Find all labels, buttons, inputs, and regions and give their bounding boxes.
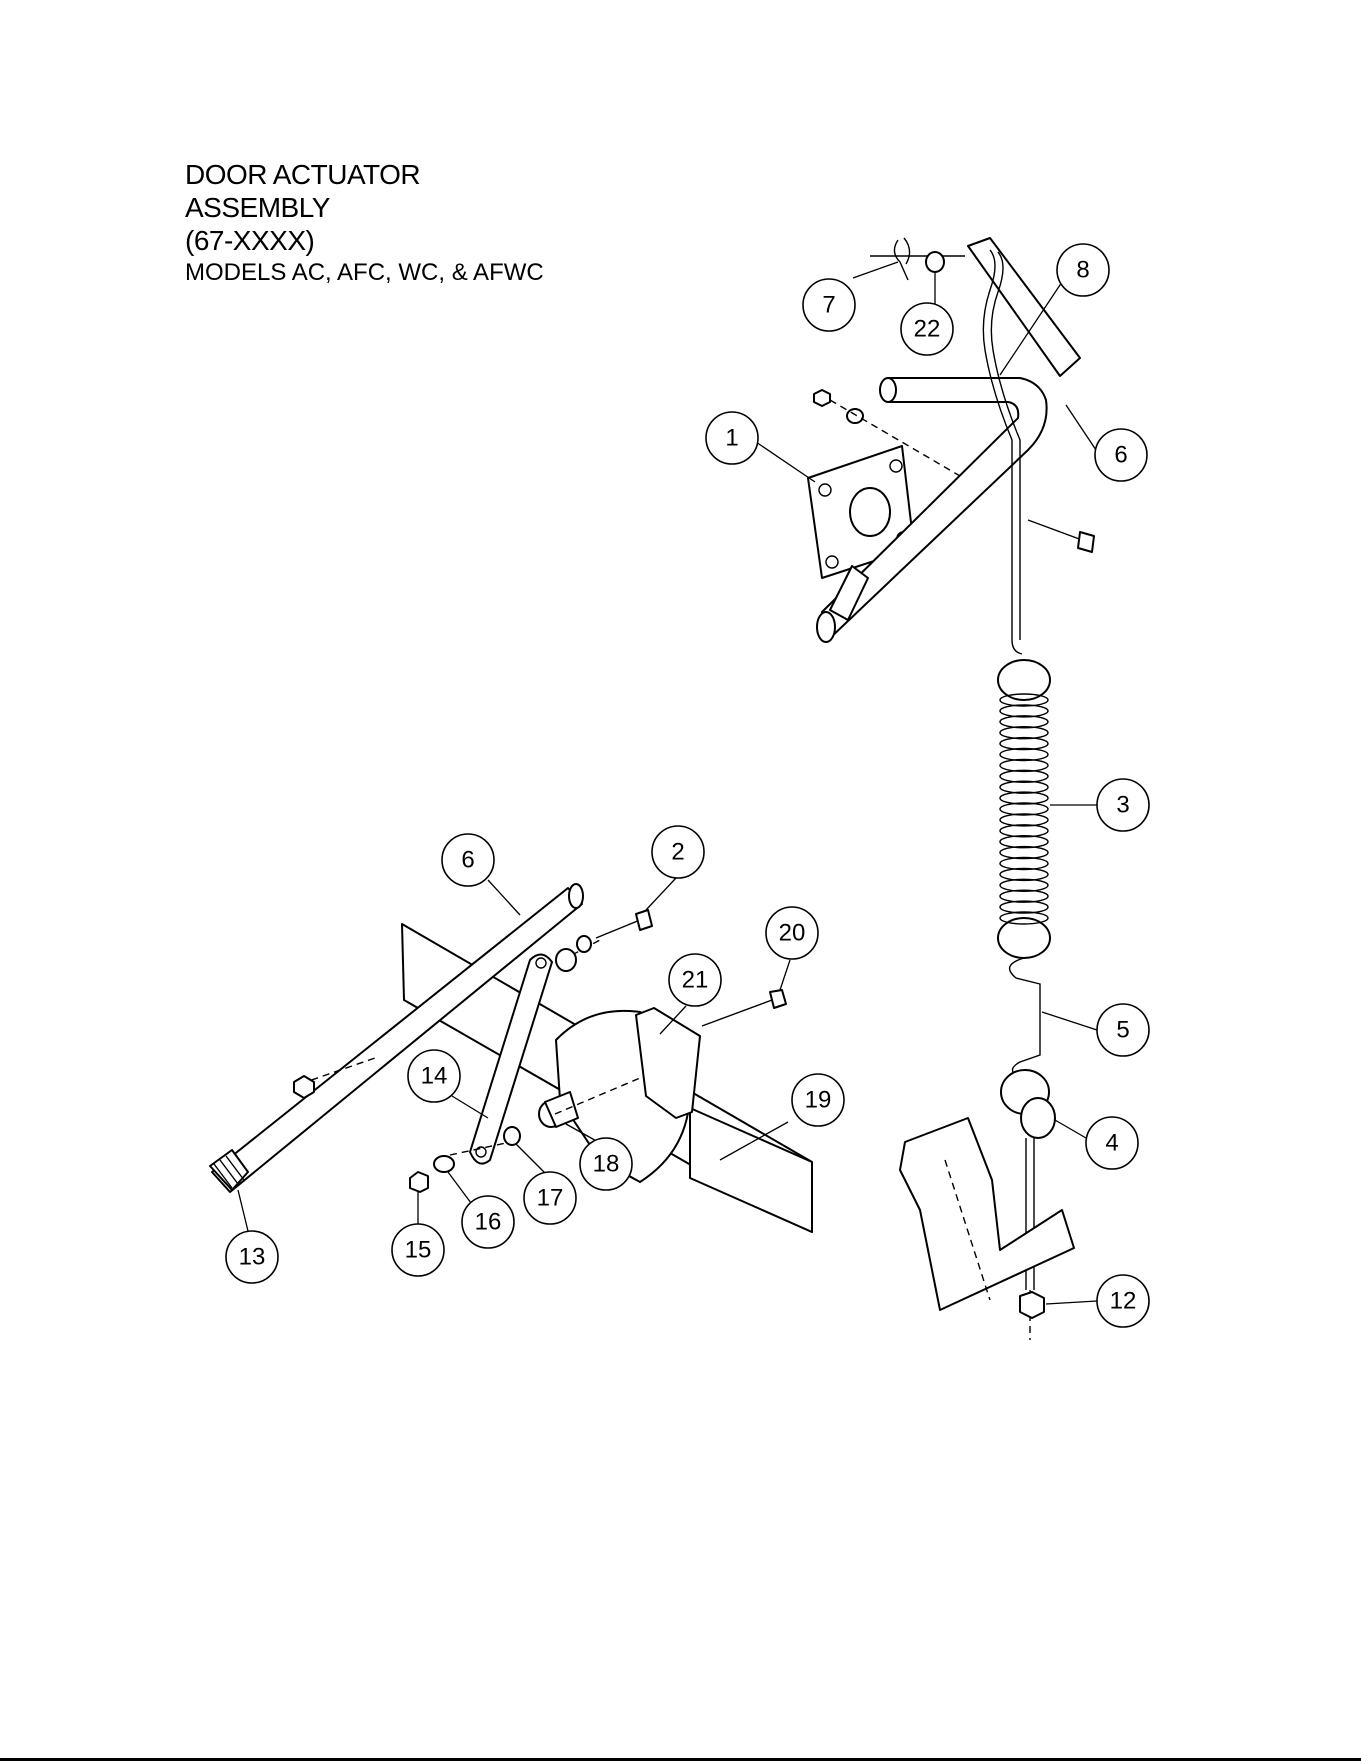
callout-label: 19 [805,1087,832,1114]
leader-17 [516,1144,545,1173]
bolt-shank [702,1000,772,1026]
lower-assembly [210,884,812,1232]
callout-bubbles: 7 22 8 1 6 3 6 [226,244,1149,1327]
plate-boss [850,488,890,536]
bolt-head [1078,532,1094,552]
tube-end [880,378,896,402]
callout-label: 13 [239,1244,266,1271]
callout-1: 1 [706,412,758,464]
callout-label: 6 [461,847,474,874]
washer [577,936,591,952]
callout-19: 19 [792,1074,844,1126]
callout-label: 6 [1114,442,1127,469]
leader-2 [646,878,676,910]
callout-2: 2 [652,826,704,878]
callout-22: 22 [901,303,953,355]
callout-label: 5 [1116,1017,1129,1044]
hex-nut [1020,1292,1044,1318]
extension-spring [998,660,1050,958]
eye-bolt-eye [1021,1098,1055,1138]
bushing [504,1127,520,1145]
callout-label: 4 [1105,1130,1118,1157]
callout-label: 12 [1110,1288,1137,1315]
callout-6-top: 6 [1095,429,1147,481]
tube-end [817,612,835,642]
leader-13 [238,1190,248,1231]
hook-rod [1010,958,1040,1078]
leader-7 [853,262,898,278]
set-screw [294,1076,314,1098]
leader-5 [1042,1012,1097,1030]
bolt-head [770,990,786,1008]
leader-14 [452,1096,488,1118]
callout-20: 20 [766,907,818,959]
callout-3: 3 [1097,779,1149,831]
callout-4: 4 [1086,1117,1138,1169]
hex-nut [814,390,830,406]
callout-label: 8 [1076,257,1089,284]
callout-label: 20 [779,920,806,947]
callout-16: 16 [462,1196,514,1248]
callout-label: 14 [421,1063,448,1090]
callout-label: 18 [593,1151,620,1178]
hex-nut [410,1172,428,1192]
upper-assembly [808,238,1094,1340]
flat-washer [926,252,944,272]
callout-label: 16 [475,1209,502,1236]
callout-5: 5 [1097,1004,1149,1056]
callout-label: 7 [822,292,835,319]
leader-6-bottom [488,880,520,915]
callout-label: 2 [671,839,684,866]
spacer [556,949,576,971]
leader-1 [756,442,815,482]
cotter-pin [894,238,909,280]
callout-15: 15 [392,1224,444,1276]
washer [434,1156,454,1172]
leader-4 [1055,1120,1086,1138]
callout-14: 14 [408,1050,460,1102]
bolt-head [636,910,652,930]
callout-18: 18 [580,1138,632,1190]
callout-label: 21 [682,967,709,994]
callout-21: 21 [669,954,721,1006]
leader-20 [780,960,790,990]
callout-8: 8 [1057,244,1109,296]
callout-label: 17 [537,1185,564,1212]
callout-13: 13 [226,1231,278,1283]
spring-coils [1000,694,1048,924]
bolt-shank [596,920,640,938]
tube-end [569,884,583,908]
door-bracket [900,1118,1074,1310]
callout-7: 7 [803,279,855,331]
callout-12: 12 [1097,1275,1149,1327]
bolt-shank [1028,520,1082,540]
callout-6-bottom: 6 [442,834,494,886]
washer [847,409,863,423]
leader-6-top [1066,405,1096,450]
callout-label: 15 [405,1237,432,1264]
callout-17: 17 [524,1172,576,1224]
leader-12 [1046,1301,1097,1304]
leader-16 [448,1172,471,1203]
callout-label: 22 [914,316,941,343]
callout-label: 1 [725,425,738,452]
callout-label: 3 [1116,792,1129,819]
